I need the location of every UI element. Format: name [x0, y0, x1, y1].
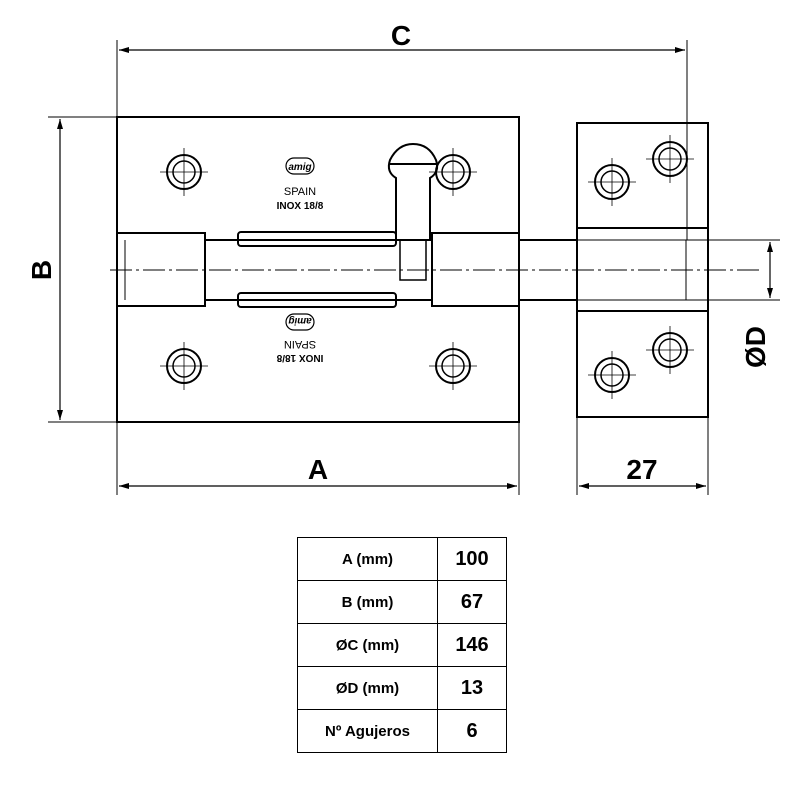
table-row: A (mm) 100 [297, 537, 507, 581]
stamp-bottom: amig SPAIN INOX 18/8 [276, 313, 323, 363]
screw-hole [588, 158, 636, 206]
table-row: B (mm) 67 [297, 580, 507, 624]
dim-label-c: C [391, 20, 411, 51]
spec-label: B (mm) [297, 580, 438, 624]
dimension-lines [57, 47, 773, 489]
dim-label-b: B [26, 260, 57, 280]
dim-label-d: ØD [740, 326, 771, 368]
brand-logo-top: amig [288, 162, 311, 173]
dim-label-27: 27 [626, 454, 657, 485]
dim-label-a: A [308, 454, 328, 485]
screw-hole [429, 148, 477, 196]
screw-hole [588, 351, 636, 399]
stamp-top: amig SPAIN INOX 18/8 [277, 157, 324, 212]
spec-label: ØC (mm) [297, 623, 438, 667]
spec-table: A (mm) 100 B (mm) 67 ØC (mm) 146 ØD (mm)… [297, 537, 507, 753]
spec-label: ØD (mm) [297, 666, 438, 710]
brand-logo-bottom: amig [288, 315, 311, 326]
screw-hole [646, 326, 694, 374]
extension-lines [48, 40, 780, 495]
spec-value: 100 [437, 537, 507, 581]
spec-label: Nº Agujeros [297, 709, 438, 753]
stamp-material-bottom: INOX 18/8 [276, 352, 323, 363]
table-row: ØC (mm) 146 [297, 623, 507, 667]
spec-value: 67 [437, 580, 507, 624]
table-row: Nº Agujeros 6 [297, 709, 507, 753]
stamp-country-bottom: SPAIN [284, 338, 316, 350]
stamp-country-top: SPAIN [284, 186, 316, 198]
handle-knob [387, 142, 439, 281]
table-row: ØD (mm) 13 [297, 666, 507, 710]
screw-hole [429, 342, 477, 390]
spec-value: 13 [437, 666, 507, 710]
spec-value: 6 [437, 709, 507, 753]
stamp-material-top: INOX 18/8 [277, 201, 324, 212]
spec-label: A (mm) [297, 537, 438, 581]
spec-value: 146 [437, 623, 507, 667]
screw-hole [160, 148, 208, 196]
screw-hole [160, 342, 208, 390]
